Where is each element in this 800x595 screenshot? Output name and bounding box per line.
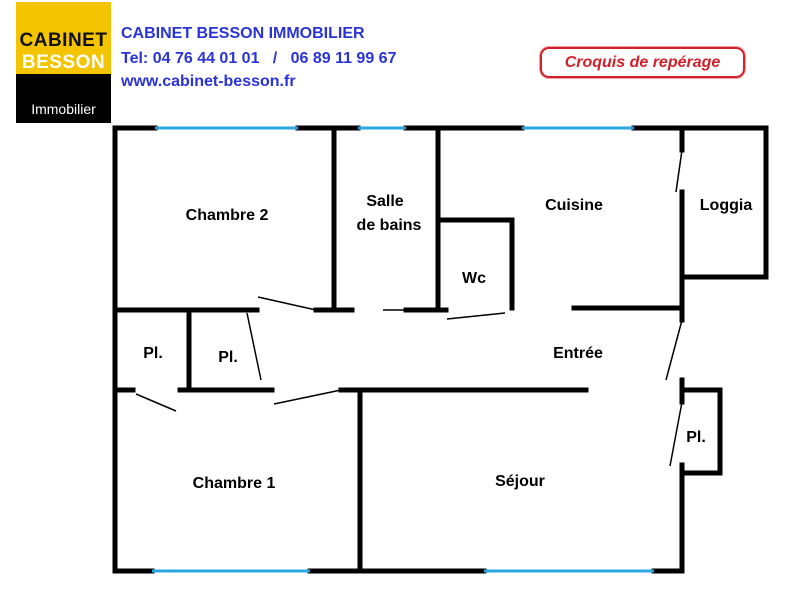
label-salle-de-bains-2: de bains: [357, 217, 422, 234]
door-loggia: [675, 149, 683, 193]
logo-immobilier-text: Immobilier: [31, 101, 96, 117]
label-salle-de-bains-1: Salle: [366, 193, 403, 210]
logo-besson-text: BESSON: [21, 52, 106, 73]
label-entree: Entrée: [553, 345, 603, 362]
door-placard-mid: [246, 312, 262, 381]
label-sejour: Séjour: [495, 473, 545, 490]
door-placard-right: [669, 401, 683, 467]
room-labels: Chambre 2 Salle de bains Cuisine Loggia …: [143, 193, 752, 492]
label-chambre-1: Chambre 1: [193, 475, 276, 492]
label-loggia: Loggia: [700, 197, 753, 214]
logo-cabinet-text: CABINET: [19, 30, 108, 51]
label-placard-mid: Pl.: [218, 349, 238, 366]
label-cuisine: Cuisine: [545, 197, 603, 214]
agency-website: www.cabinet-besson.fr: [121, 73, 296, 90]
agency-phone: Tel: 04 76 44 01 01 / 06 89 11 99 67: [121, 50, 397, 67]
label-placard-left: Pl.: [143, 345, 163, 362]
agency-logo: CABINET BESSON Immobilier: [16, 2, 111, 123]
label-chambre-2: Chambre 2: [186, 207, 269, 224]
door-chambre2: [257, 296, 317, 311]
walls: [112, 125, 769, 574]
door-placard-left: [135, 393, 177, 412]
door-entree: [665, 319, 683, 381]
logo-yellow-band: [16, 2, 111, 74]
sketch-stamp: Croquis de repérage: [540, 47, 745, 78]
windows: [152, 126, 654, 573]
doors: [135, 149, 683, 467]
label-placard-right: Pl.: [686, 429, 706, 446]
door-wc: [446, 312, 506, 320]
door-chambre1: [273, 389, 342, 405]
label-wc: Wc: [462, 270, 486, 287]
agency-name: CABINET BESSON IMMOBILIER: [121, 25, 365, 42]
